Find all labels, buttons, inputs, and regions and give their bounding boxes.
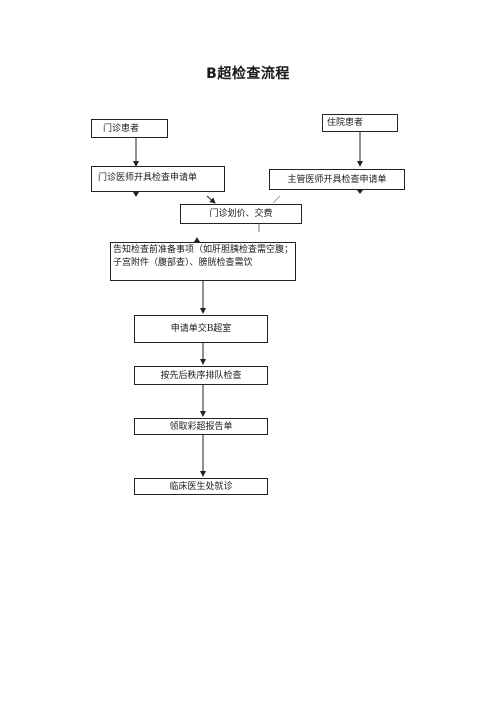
arrow-attending-to-pricing <box>272 195 281 204</box>
arrow-order-to-pricing <box>206 195 216 204</box>
node-inpatient: 住院患者 <box>322 114 398 132</box>
node-outpatient-order-label: 门诊医师开具检查申请单 <box>98 173 198 183</box>
node-submit-form: 申请单交B超室 <box>134 315 268 343</box>
node-attending-order: 主管医师开具检查申请单 <box>269 169 405 190</box>
node-outpatient-order: 门诊医师开具检查申请单 <box>91 166 225 192</box>
node-report: 领取彩超报告单 <box>134 418 268 435</box>
node-inpatient-label: 住院患者 <box>327 118 364 128</box>
node-pricing-payment-label: 门诊划价、交费 <box>209 209 273 219</box>
arrowhead-attending-order <box>357 190 363 194</box>
node-outpatient: 门诊患者 <box>91 119 168 138</box>
node-queue-label: 按先后秩序排队检查 <box>160 371 242 381</box>
node-submit-form-label: 申请单交B超室 <box>170 324 232 334</box>
arrowhead-outpatient-order <box>133 192 139 197</box>
node-report-label: 领取彩超报告单 <box>169 422 233 432</box>
node-preparation-notice-label: 告知检查前准备事项（如肝胆胰检查需空腹；子宫附件（腹部查）、膀胱检查需饮 <box>113 245 294 268</box>
node-attending-order-label: 主管医师开具检查申请单 <box>287 175 387 185</box>
node-pricing-payment: 门诊划价、交费 <box>180 204 302 224</box>
node-queue: 按先后秩序排队检查 <box>134 366 268 385</box>
node-preparation-notice: 告知检查前准备事项（如肝胆胰检查需空腹；子宫附件（腹部查）、膀胱检查需饮 <box>110 242 296 281</box>
arrowhead-prep-top <box>194 237 200 242</box>
page-title: B超检查流程 <box>206 66 290 82</box>
node-outpatient-label: 门诊患者 <box>103 124 140 134</box>
node-clinic: 临床医生处就诊 <box>134 478 268 495</box>
node-clinic-label: 临床医生处就诊 <box>169 482 233 492</box>
